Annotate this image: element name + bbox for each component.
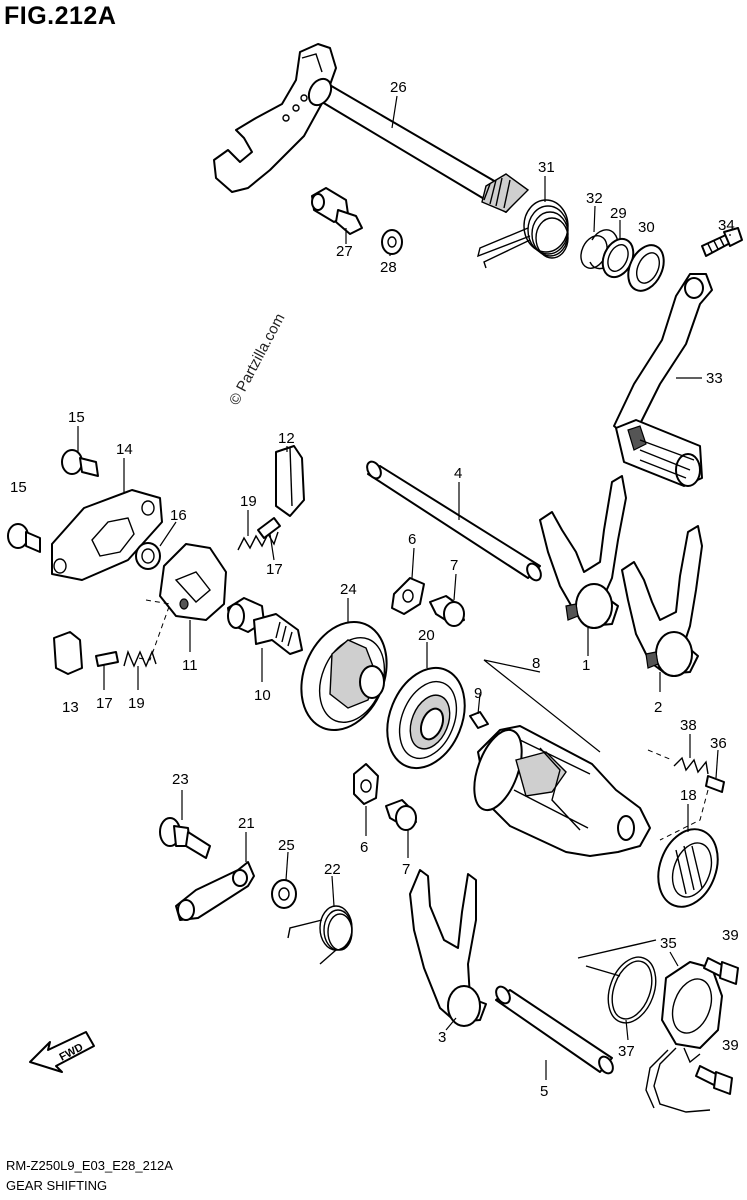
callout-27: 27 <box>336 243 353 260</box>
part-cam-gear[interactable] <box>286 609 402 743</box>
part-neutral-pin[interactable] <box>705 775 725 793</box>
callout-25: 25 <box>278 837 295 854</box>
callout-14: 14 <box>116 441 133 458</box>
callout-7-lower: 7 <box>402 861 410 878</box>
part-arm-washer[interactable] <box>271 879 297 909</box>
callout-18: 18 <box>680 787 697 804</box>
part-small-washer[interactable] <box>381 229 403 255</box>
part-cam-bearing[interactable] <box>373 656 479 779</box>
part-switch-bolt-lower[interactable] <box>695 1065 733 1095</box>
callout-34: 34 <box>718 217 735 234</box>
callout-4: 4 <box>454 465 462 482</box>
part-cam-washer[interactable] <box>135 542 161 570</box>
part-plate-screw-upper[interactable] <box>61 449 99 477</box>
part-pawl[interactable] <box>53 631 83 675</box>
part-fork-shaft-upper[interactable] <box>364 459 543 583</box>
part-pin-bolt[interactable] <box>311 187 363 235</box>
part-cam-end-bearing[interactable] <box>648 821 728 915</box>
part-stopper-spring[interactable] <box>237 531 279 551</box>
part-oil-seal[interactable] <box>621 239 670 296</box>
callout-20: 20 <box>418 627 435 644</box>
part-shift-fork-1[interactable] <box>539 475 627 629</box>
callout-29: 29 <box>610 205 627 222</box>
callout-3: 3 <box>438 1029 446 1046</box>
part-pawl-pin[interactable] <box>95 651 119 667</box>
part-gearshift-cam[interactable] <box>465 724 651 857</box>
part-retainer-screw-lower[interactable] <box>385 799 417 831</box>
callout-28: 28 <box>380 259 397 276</box>
callout-32: 32 <box>586 190 603 207</box>
callout-19-lower: 19 <box>128 695 145 712</box>
callout-7-upper: 7 <box>450 557 458 574</box>
callout-13: 13 <box>62 699 79 716</box>
part-bearing-retainer-lower[interactable] <box>353 763 379 805</box>
part-bearing-retainer-upper[interactable] <box>391 577 425 615</box>
part-stopper-arm-spring[interactable] <box>287 905 353 965</box>
callout-35: 35 <box>660 935 677 952</box>
leader-lines <box>77 95 731 1080</box>
callout-24: 24 <box>340 581 357 598</box>
part-shift-fork-2[interactable] <box>621 525 703 677</box>
callout-19-upper: 19 <box>240 493 257 510</box>
part-return-spring[interactable] <box>476 199 569 269</box>
callout-5: 5 <box>540 1083 548 1100</box>
part-shift-fork-3[interactable] <box>409 869 487 1027</box>
part-gearshift-shaft[interactable] <box>213 43 530 213</box>
part-stopper-bolt[interactable] <box>159 817 211 859</box>
callout-17-lower: 17 <box>96 695 113 712</box>
part-gear-position-switch[interactable] <box>645 961 723 1113</box>
callout-21: 21 <box>238 815 255 832</box>
part-lever-bolt[interactable] <box>701 227 743 257</box>
part-cam-pin[interactable] <box>469 711 489 729</box>
part-fork-shaft-lower[interactable] <box>493 984 615 1076</box>
callout-11: 11 <box>182 657 198 674</box>
callout-8: 8 <box>532 655 540 672</box>
callout-2: 2 <box>654 699 662 716</box>
part-retainer-screw-upper[interactable] <box>429 595 465 627</box>
callout-1: 1 <box>582 657 590 674</box>
callout-17-upper: 17 <box>266 561 283 578</box>
callout-6-upper: 6 <box>408 531 416 548</box>
fwd-direction-arrow: FWD <box>29 1031 95 1073</box>
part-cam-driven-gear[interactable] <box>159 543 227 621</box>
callout-6-lower: 6 <box>360 839 368 856</box>
part-cam-guide-plate[interactable] <box>51 489 163 581</box>
callout-9: 9 <box>474 685 482 702</box>
callout-23: 23 <box>172 771 189 788</box>
diagram-code: RM-Z250L9_E03_E28_212A <box>6 1158 173 1173</box>
part-o-ring[interactable] <box>600 951 665 1030</box>
callout-numbers: 26 31 32 29 30 34 27 28 33 4 12 15 14 15… <box>10 79 739 1100</box>
callout-15-lower: 15 <box>10 479 27 496</box>
callout-39-lower: 39 <box>722 1037 739 1054</box>
callout-38: 38 <box>680 717 697 734</box>
callout-15-upper: 15 <box>68 409 85 426</box>
part-washer[interactable] <box>597 234 639 282</box>
part-stopper-arm[interactable] <box>175 861 255 921</box>
part-cam-bolt[interactable] <box>227 597 303 655</box>
part-cam-stopper[interactable] <box>275 445 305 517</box>
callout-22: 22 <box>324 861 341 878</box>
diagram-name: GEAR SHIFTING <box>6 1178 108 1193</box>
callout-26: 26 <box>390 79 407 96</box>
part-gearshift-lever[interactable] <box>613 273 713 487</box>
callout-10: 10 <box>254 687 271 704</box>
part-neutral-spring[interactable] <box>673 756 709 775</box>
part-stopper-pin[interactable] <box>257 517 281 539</box>
callout-16: 16 <box>170 507 187 524</box>
callout-37: 37 <box>618 1043 635 1060</box>
part-pawl-spring[interactable] <box>123 649 157 668</box>
callout-30: 30 <box>638 219 655 236</box>
callout-31: 31 <box>538 159 555 176</box>
part-switch-bolt-upper[interactable] <box>703 957 739 985</box>
callout-39-upper: 39 <box>722 927 739 944</box>
callout-36: 36 <box>710 735 727 752</box>
figure-title: FIG.212A <box>4 2 117 30</box>
part-plate-screw-lower[interactable] <box>7 523 41 553</box>
callout-12: 12 <box>278 430 295 447</box>
callout-33: 33 <box>706 370 723 387</box>
